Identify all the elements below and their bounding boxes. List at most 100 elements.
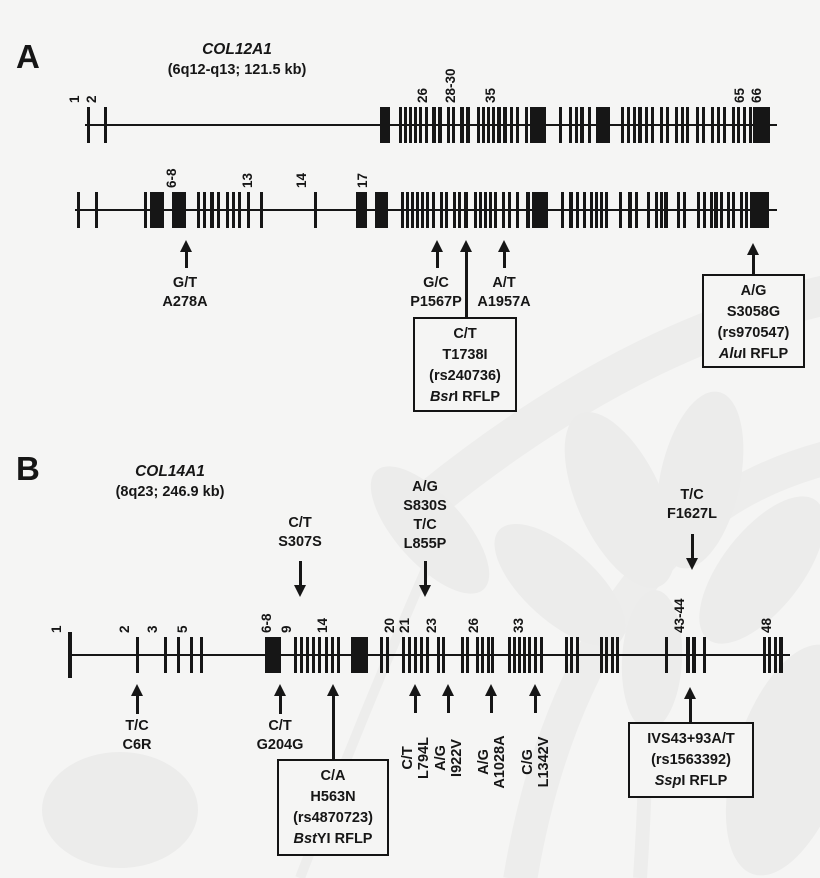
exon-bar [488, 192, 492, 228]
exon-number-label: 43-44 [672, 598, 687, 633]
exon-bar [202, 192, 206, 228]
exon-bar [380, 107, 390, 143]
snp-arrow-up-icon [746, 243, 759, 255]
snp-arrow-stem [135, 694, 139, 714]
exon-bar [736, 107, 740, 143]
exon-bar [587, 107, 591, 143]
snp-arrow-stem [688, 697, 692, 724]
exon-number-label: 28-30 [443, 68, 458, 103]
exon-bar [580, 107, 584, 143]
snp-arrow-up-icon [683, 687, 696, 699]
exon-bar [507, 192, 511, 228]
exon-number-label: 2 [84, 95, 99, 103]
exon-bar [599, 192, 603, 228]
exon-number-label: 2 [117, 625, 132, 633]
exon-bar [731, 192, 735, 228]
snp-arrow-stem [435, 250, 439, 268]
exon-bar [451, 107, 455, 143]
exon-bar [473, 192, 477, 228]
exon-bar [336, 637, 340, 673]
snp-arrow-down-icon [685, 558, 698, 570]
exon-bar [674, 107, 678, 143]
snp-box-line: (rs1563392) [630, 750, 752, 771]
exon-bar [466, 107, 470, 143]
exon-bar [739, 192, 743, 228]
exon-bar [515, 192, 519, 228]
gene-name: COL14A1 [135, 463, 205, 480]
exon-bar [659, 107, 663, 143]
snp-text-line: G/T [172, 275, 198, 291]
exon-bar [686, 637, 690, 673]
exon-bar [752, 107, 770, 143]
exon-bar [710, 107, 714, 143]
exon-bar [311, 637, 315, 673]
snp-text-line: S307S [278, 534, 322, 550]
exon-bar [293, 637, 297, 673]
exon-number-label: 1 [49, 625, 64, 633]
exon-bar [568, 107, 572, 143]
exon-bar [682, 192, 686, 228]
exon-bar [431, 192, 435, 228]
snp-info-box: IVS43+93A/T(rs1563392)SspI RFLP [628, 722, 754, 798]
snp-text-label: A/T A1957A [477, 274, 530, 312]
exon-bar [403, 107, 407, 143]
snp-arrow-stem [502, 250, 506, 268]
exon-bar [493, 192, 497, 228]
exon-bar [436, 637, 440, 673]
exon-bar [324, 637, 328, 673]
exon-bar [654, 192, 658, 228]
exon-bar [533, 637, 537, 673]
snp-arrow-stem [423, 561, 427, 587]
exon-bar [415, 192, 419, 228]
exon-bar [515, 107, 519, 143]
exon-bar [722, 107, 726, 143]
exon-bar [692, 637, 696, 673]
exon-number-label: 26 [415, 87, 430, 103]
exon-bar [76, 192, 80, 228]
exon-bar [441, 637, 445, 673]
exon-number-label: 1 [67, 95, 82, 103]
exon-bar [569, 637, 573, 673]
snp-box-text: Bsr [429, 389, 455, 405]
exon-bar [418, 107, 422, 143]
exon-bar [509, 107, 513, 143]
exon-bar [103, 107, 107, 143]
exon-bar [439, 192, 443, 228]
snp-box-text: I RFLP [742, 346, 789, 362]
snp-arrow-up-icon [408, 684, 421, 696]
exon-bar [664, 192, 668, 228]
exon-bar [620, 107, 624, 143]
exon-bar [659, 192, 663, 228]
exon-bar [503, 107, 507, 143]
exon-number-label: 48 [759, 617, 774, 633]
snp-text-line: A/T [492, 275, 516, 291]
snp-text-line: A/G [412, 479, 438, 495]
exon-bar [646, 192, 650, 228]
exon-bar [299, 637, 303, 673]
exon-bar [330, 637, 334, 673]
exon-bar [475, 637, 479, 673]
snp-arrow-stem [184, 250, 188, 268]
exon-bar [714, 192, 718, 228]
snp-box-text: H563N [310, 789, 356, 805]
gene-line [68, 653, 790, 657]
exon-number-label: 21 [397, 617, 412, 633]
exon-bar [419, 637, 423, 673]
snp-box-text: YI RFLP [316, 831, 373, 847]
snp-arrow-stem [298, 561, 302, 587]
exon-bar [143, 192, 147, 228]
exon-bar [317, 637, 321, 673]
exon-number-label: 13 [240, 172, 255, 188]
exon-bar [490, 637, 494, 673]
exon-bar [539, 637, 543, 673]
snp-text-line: A1957A [477, 294, 531, 310]
gene-name: COL12A1 [202, 41, 272, 58]
exon-bar [598, 107, 610, 143]
snp-arrow-up-icon [528, 684, 541, 696]
exon-bar [350, 637, 368, 673]
exon-bar [210, 192, 214, 228]
